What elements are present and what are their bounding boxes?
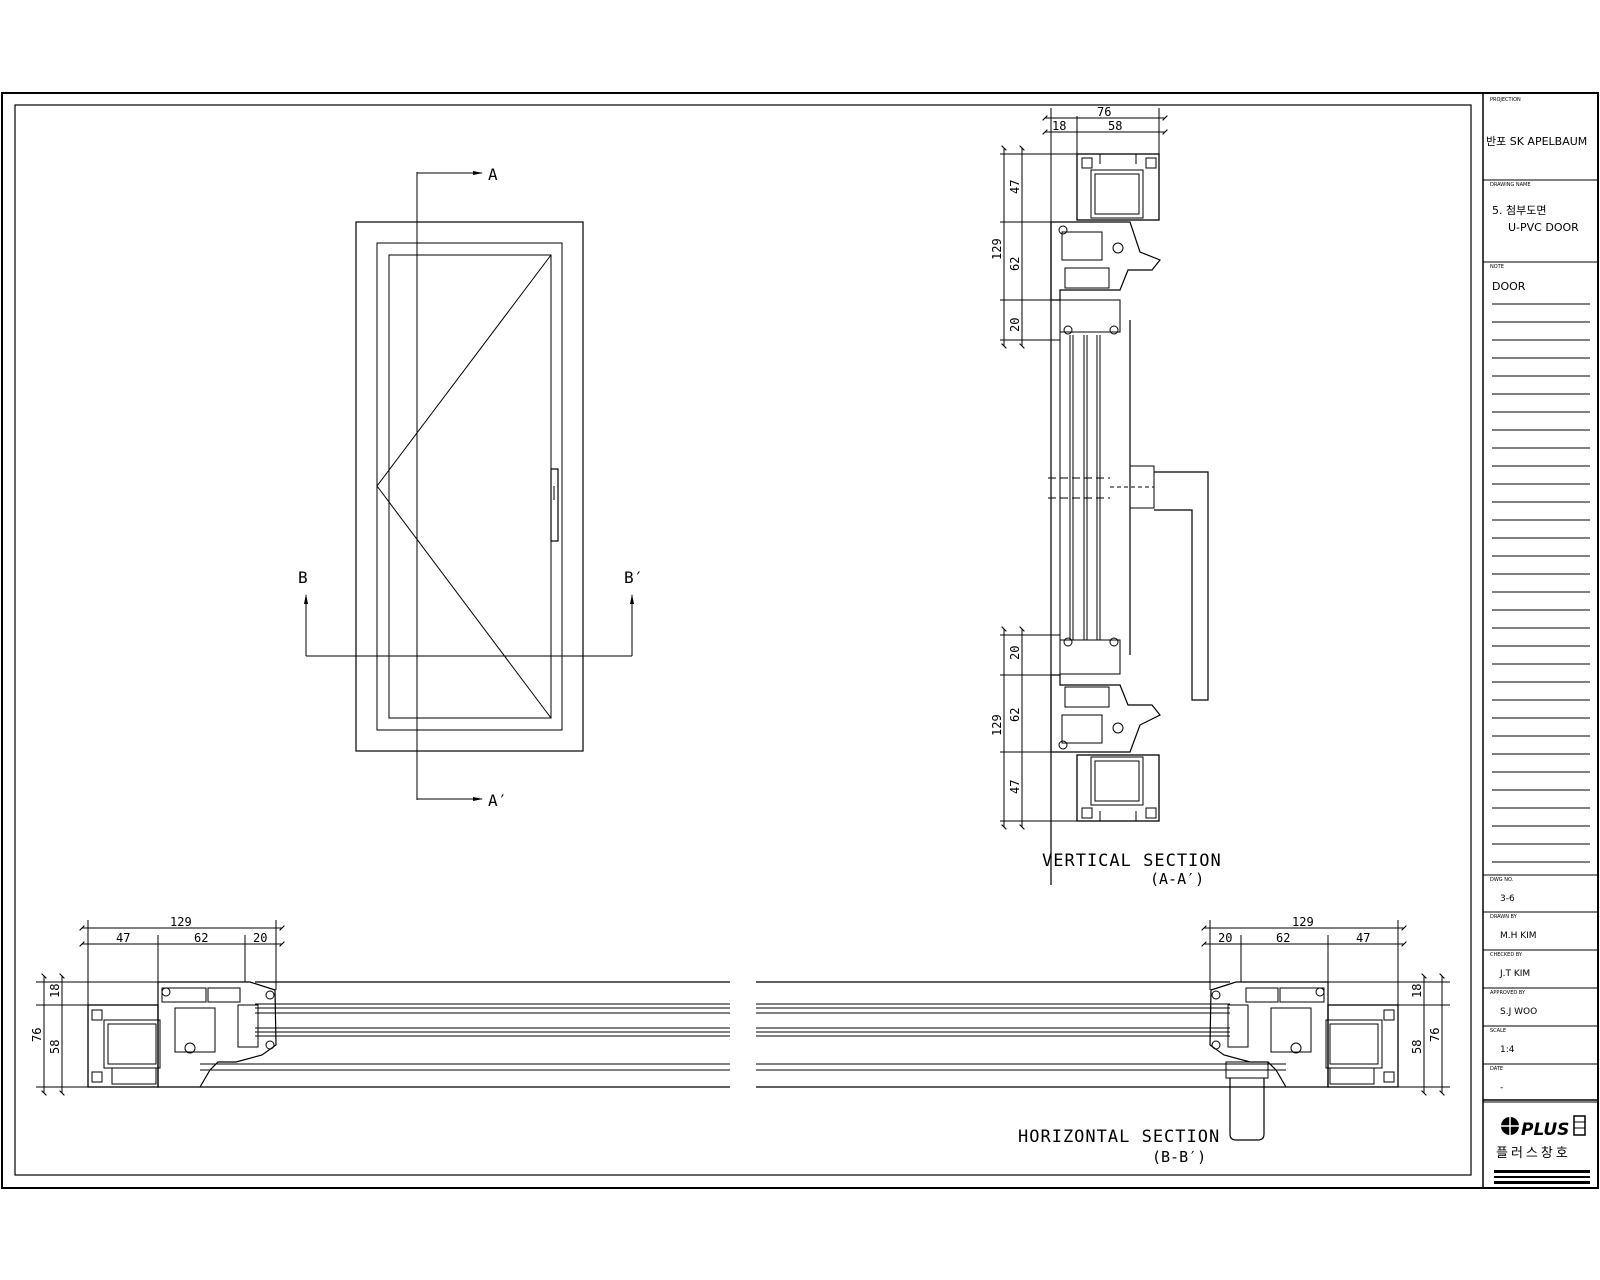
approved-by-label: APPROVED BY [1490,990,1526,996]
drawing-name-line2: U-PVC DOOR [1508,221,1579,234]
horizontal-section-right [1209,981,1399,1141]
drawn-by-value: M.H KIM [1500,931,1537,941]
checked-by-value: J.T KIM [1499,969,1530,979]
section-mark-a: A [488,165,498,184]
horizontal-section-title: HORIZONTAL SECTION [1018,1127,1220,1147]
dim-v-bot-a: 47 [1008,780,1022,794]
date-value: - [1500,1083,1503,1093]
sheet-outer-border [1,92,1599,1189]
dim-h-right-h-a: 18 [1410,984,1424,998]
dim-v-bot-c: 20 [1008,646,1022,660]
dim-h-left-a: 47 [116,931,130,945]
dim-v-top-a: 47 [1008,180,1022,194]
dim-h-right-h-b: 58 [1410,1040,1424,1054]
drawn-by-label: DRAWN BY [1490,914,1518,920]
dim-h-right-total: 129 [1292,915,1314,929]
scale-value: 1:4 [1500,1045,1515,1055]
company-name: 플러스창호 [1496,1146,1571,1161]
company-logo: PLUS 플러스창호 [1496,1115,1586,1161]
logo-text: PLUS [1521,1120,1569,1140]
date-label: DATE [1490,1066,1503,1072]
horizontal-section-glass [200,981,1286,1088]
section-mark-b: B [298,568,308,587]
dim-v-bot-total: 129 [990,714,1004,736]
dim-h-left-b: 62 [194,931,208,945]
scale-label: SCALE [1490,1028,1506,1034]
vertical-section-title: VERTICAL SECTION [1042,851,1222,871]
dim-h-right-c: 47 [1356,931,1370,945]
dim-h-left-h-b: 58 [48,1040,62,1054]
section-mark-a-prime: A′ [488,791,507,810]
dim-v-total-width: 76 [1097,105,1111,119]
window-icon [1573,1115,1586,1136]
dim-v-top-b: 62 [1008,257,1022,271]
dim-v-top-total: 129 [990,238,1004,260]
door-handle [550,468,559,542]
dim-v-top-c: 20 [1008,318,1022,332]
approved-by-value: S.J WOO [1500,1007,1537,1017]
dim-h-left-total: 129 [170,915,192,929]
door-elevation [304,171,634,801]
dim-h-right-h-total: 76 [1428,1028,1442,1042]
title-block [1482,93,1598,1188]
vertical-section-subtitle: (A-A′) [1150,870,1204,888]
dim-h-right-a: 20 [1218,931,1232,945]
projection-value: 반포 SK APELBAUM [1486,135,1587,148]
drawing-name-label: DRAWING NAME [1490,182,1531,188]
vertical-section-dimensions [1000,108,1168,830]
projection-label: PROJECTION [1490,97,1521,103]
dim-v-width-right: 58 [1108,119,1122,133]
sheet-inner-border [14,104,1472,1176]
horizontal-section-dimensions [36,920,1450,1096]
dim-h-left-h-a: 18 [48,984,62,998]
dwg-no-label: DWG NO. [1490,877,1514,883]
section-mark-b-prime: B′ [624,568,643,587]
dim-v-bot-b: 62 [1008,708,1022,722]
vertical-section-profile [1048,153,1209,885]
note-value: DOOR [1492,280,1526,293]
checked-by-label: CHECKED BY [1490,952,1523,958]
dim-h-left-h-total: 76 [30,1028,44,1042]
note-label: NOTE [1490,264,1504,270]
dwg-no-value: 3-6 [1500,894,1515,904]
horizontal-section-left [87,981,277,1088]
dim-v-width-left: 18 [1052,119,1066,133]
drawing-name-line1: 5. 첨부도면 [1492,204,1546,217]
horizontal-section-subtitle: (B-B′) [1152,1148,1206,1166]
dim-h-left-c: 20 [253,931,267,945]
dim-h-right-b: 62 [1276,931,1290,945]
